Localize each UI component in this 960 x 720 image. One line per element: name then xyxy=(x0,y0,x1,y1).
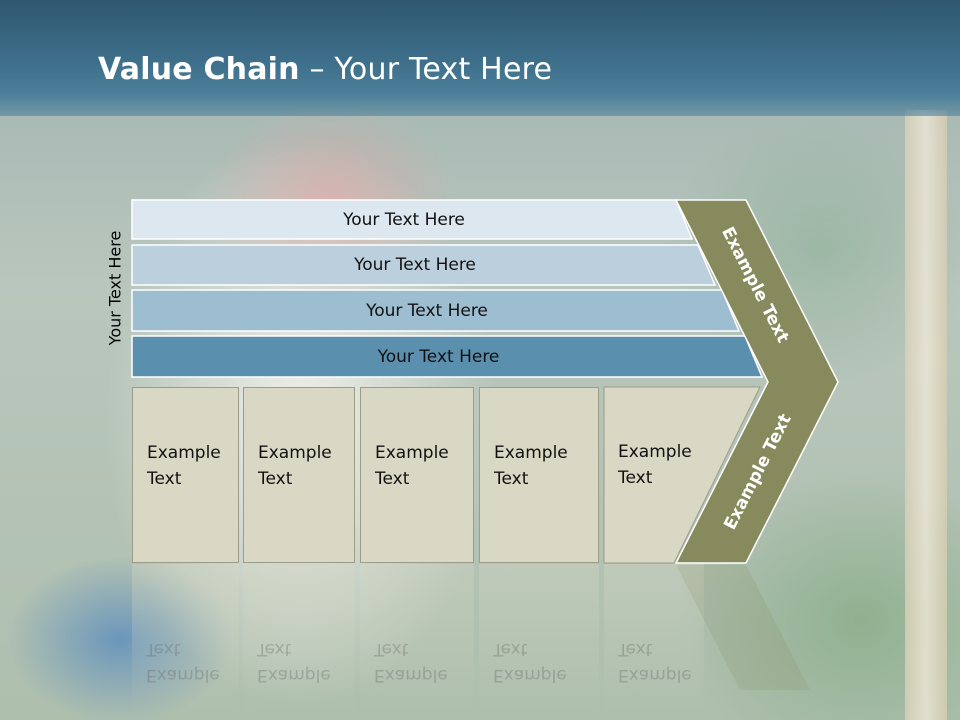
column-text: Example xyxy=(494,443,568,463)
bar-shape-1 xyxy=(131,199,694,240)
bar-label: Your Text Here xyxy=(377,346,500,367)
value-bar-1: Your Text Here xyxy=(132,200,676,239)
chevron-arrow xyxy=(674,199,839,564)
title-rest: – Your Text Here xyxy=(299,52,553,87)
bar-label: Your Text Here xyxy=(354,254,476,275)
title-bold: Value Chain xyxy=(98,52,300,87)
column-text: Text xyxy=(375,469,410,489)
value-bar-2: Your Text Here xyxy=(132,245,698,284)
bar-shape-2 xyxy=(131,244,717,286)
background-pole xyxy=(905,110,947,720)
column-text: Example xyxy=(618,442,692,462)
header-band xyxy=(0,0,960,116)
column-text: Example xyxy=(258,443,332,463)
column-text: Example xyxy=(147,443,221,463)
column-text: Text xyxy=(494,469,529,489)
bar-label: Your Text Here xyxy=(366,300,488,321)
bar-label: Your Text Here xyxy=(343,209,465,230)
value-bar-3: Your Text Here xyxy=(132,291,722,330)
column-shape-5 xyxy=(603,386,761,564)
chevron-reflection xyxy=(676,565,810,690)
value-bar-4: Your Text Here xyxy=(132,337,745,376)
slide-title: Value Chain – Your Text Here xyxy=(98,52,552,87)
column-text: Text xyxy=(618,468,653,488)
bar-shape-4 xyxy=(131,335,764,378)
column-text: Text xyxy=(258,469,293,489)
column-text: Example xyxy=(375,443,449,463)
column-text: Text xyxy=(147,469,182,489)
bar-shape-3 xyxy=(131,289,741,332)
